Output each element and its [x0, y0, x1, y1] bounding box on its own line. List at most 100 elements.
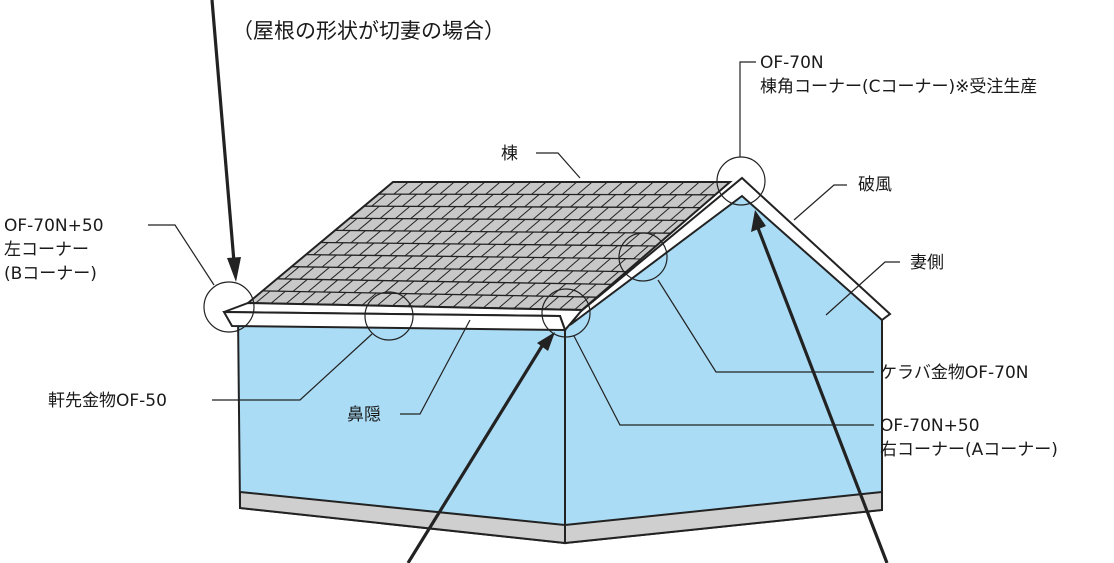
shingle-joint-line [451, 268, 467, 283]
shingle-joint-line [692, 194, 708, 208]
circle-right-corner [541, 288, 591, 338]
shingle-course-line [276, 278, 612, 286]
shingle-joint-line [595, 258, 612, 272]
shingle-joint-line [299, 266, 315, 280]
shingle-joint-line [489, 256, 505, 270]
shingle-joint-line [412, 255, 429, 269]
label-verge-metal: ケラバ金物OF-70N [880, 363, 1028, 383]
shingle-joint-line [561, 182, 578, 195]
shingle-joint-line [466, 269, 483, 283]
shingle-joint-line [391, 293, 408, 307]
shingle-joint-line [284, 266, 300, 280]
leader-ridge [536, 152, 581, 179]
label-verge-board: 破風 [858, 175, 892, 195]
shingle-joint-line [532, 206, 548, 220]
shingle-joint-line [360, 267, 376, 281]
subtitle: （屋根の形状が切妻の場合） [232, 19, 505, 43]
shingle-joint-line [526, 244, 542, 258]
shingle-joint-line [494, 218, 511, 233]
shingle-joint-line [534, 257, 551, 271]
shingle-joint-line [579, 232, 595, 246]
shingle-joint-line [291, 254, 307, 268]
shingle-joint-line [594, 232, 611, 246]
shingle-joint-line [447, 193, 463, 207]
shingle-joint-line [306, 254, 322, 268]
shingle-joint-line [615, 194, 632, 208]
shingle-joint-line [541, 244, 558, 258]
shingle-joint-line [365, 230, 382, 244]
shingle-joint-line [432, 193, 448, 207]
shingle-joint-line [485, 182, 501, 195]
shingle-course-line [378, 193, 716, 196]
shingle-joint-line [558, 270, 574, 284]
shingle-joint-line [361, 292, 377, 306]
label-left-corner-sub: (Bコーナー) [4, 264, 97, 284]
shingle-joint-line [449, 218, 465, 232]
shingle-joint-line [570, 194, 586, 208]
shingle-joint-line [452, 294, 468, 308]
shingle-joint-line [456, 206, 472, 220]
shingle-joint-line [372, 218, 389, 232]
shingle-joint-line [383, 280, 399, 294]
shingle-joint-line [322, 279, 339, 293]
shingle-joint-line [467, 294, 484, 308]
shingle-joint-line [359, 242, 375, 256]
shingle-joint-line [357, 218, 373, 231]
leader-right-corner [573, 335, 874, 426]
shingle-joint-line [601, 219, 618, 234]
shingle-joint-line [458, 256, 474, 270]
circle-ridge-corner [716, 156, 766, 206]
shingle-joint-line [470, 182, 486, 195]
shingle-joint-line [314, 266, 330, 280]
label-right-corner-code: OF-70N+50 [880, 416, 980, 436]
leader-verge-board [793, 184, 847, 221]
shingle-joint-line [609, 232, 626, 246]
shingle-joint-line [331, 292, 347, 306]
shingle-joint-line [558, 296, 575, 310]
shingle-joint-line [478, 193, 494, 208]
shingle-joint-line [443, 256, 459, 270]
shingle-joint-line [511, 244, 527, 258]
shingle-joint-line [437, 294, 453, 308]
shingle-joint-line [367, 255, 383, 269]
shingle-joint-line [364, 205, 380, 219]
fascia-board-front [222, 310, 567, 332]
shingle-joint-line [505, 282, 521, 296]
shingle-joint-line [528, 295, 544, 310]
shingle-joint-line [653, 182, 670, 196]
leader-gable-side [825, 261, 900, 316]
shingle-joint-line [404, 243, 420, 257]
shingle-joint-line [368, 280, 384, 294]
shingle-joint-line [524, 194, 540, 208]
shingle-joint-line [587, 245, 603, 259]
arrow-right-corner [406, 345, 544, 563]
shingle-joint-line [463, 193, 479, 207]
shingle-joint-line [480, 243, 497, 258]
shingle-joint-line [555, 219, 572, 233]
shingle-joint-line [496, 244, 512, 258]
shingle-joint-line [574, 296, 590, 310]
label-gable-side: 妻側 [910, 253, 944, 273]
shingle-joint-line [381, 230, 397, 244]
label-left-corner-code: OF-70N+50 [4, 216, 104, 236]
shingle-joint-line [503, 231, 519, 245]
shingle-joint-line [486, 206, 502, 220]
shingle-joint-line [417, 193, 433, 207]
shingle-joint-line [410, 206, 426, 220]
shingle-joint-line [540, 219, 557, 233]
shingle-joint-line [277, 278, 293, 292]
shingle-joint-line [572, 244, 588, 259]
shingle-joint-line [342, 217, 358, 231]
shingle-joint-line [336, 254, 353, 268]
shingle-joint-line [533, 231, 550, 246]
shingle-joint-line [338, 279, 354, 293]
shingle-joint-line [490, 282, 506, 296]
shingle-joint-line [497, 269, 513, 283]
shingle-joint-line [565, 257, 581, 272]
shingle-joint-line [424, 182, 440, 195]
label-ridge: 棟 [501, 144, 518, 164]
shingle-joint-line [389, 242, 405, 257]
label-left-corner-name: 左コーナー [4, 240, 89, 260]
shingle-joint-line [482, 294, 499, 309]
